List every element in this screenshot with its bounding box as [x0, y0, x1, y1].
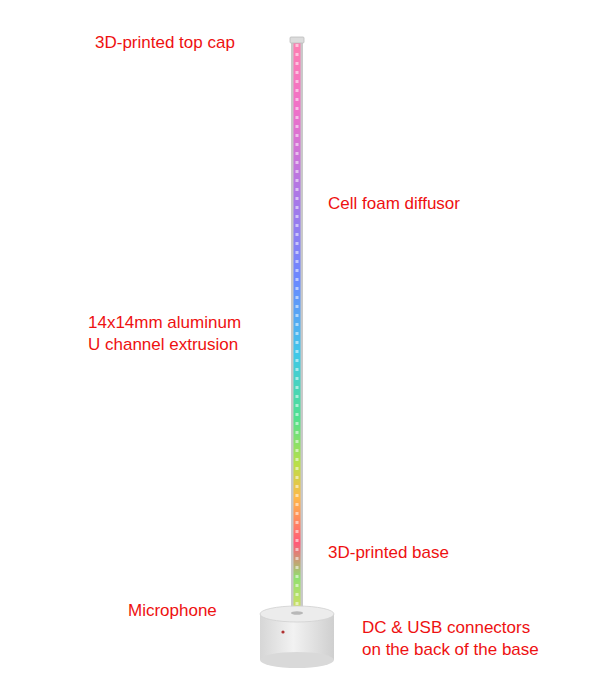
base-top [260, 606, 334, 622]
part-label: 3D-printed top cap [95, 32, 235, 54]
led-strip [294, 42, 301, 614]
led-dots [296, 44, 299, 612]
aluminum-channel [291, 42, 303, 614]
part-label: DC & USB connectors on the back of the b… [362, 617, 546, 661]
part-label: 14x14mm aluminum U channel extrusion [88, 312, 250, 356]
top-cap [290, 37, 304, 43]
pole-socket [291, 611, 303, 615]
part-label: 3D-printed base [328, 542, 449, 564]
base-bottom [260, 652, 334, 668]
part-label: Microphone [128, 600, 217, 622]
microphone-hole [281, 630, 284, 633]
part-label: Cell foam diffusor [328, 193, 460, 215]
